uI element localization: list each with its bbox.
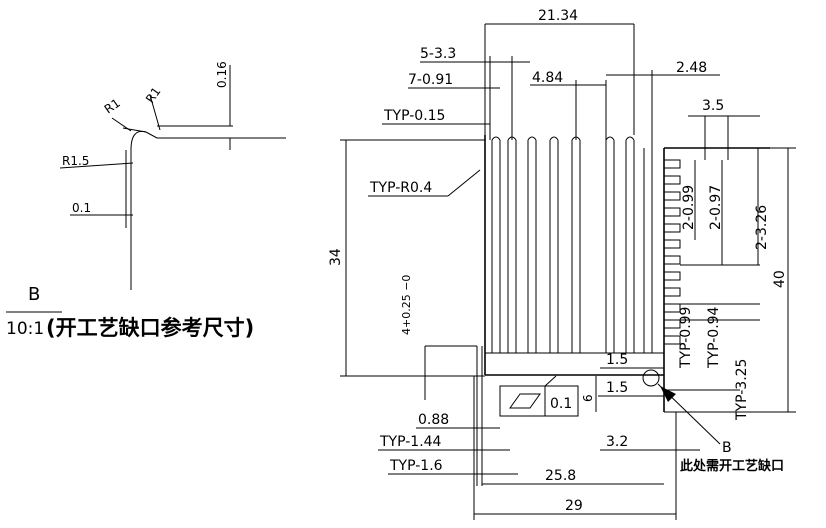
- left-dimensions: TYP-R0.4 34 4+0.25 −0 0.88 TYP-1.44 TYP-…: [328, 139, 518, 486]
- dim-typ-r0-4: TYP-R0.4: [369, 180, 432, 196]
- dim-7-0-91: 7-0.91: [408, 72, 453, 88]
- detail-chamfer: [122, 127, 147, 133]
- dim-typ-0-15: TYP-0.15: [383, 108, 445, 124]
- fin-group: [491, 136, 653, 353]
- callout-note: 此处需开工艺缺口: [680, 458, 784, 474]
- dim-3-5: 3.5: [702, 98, 724, 114]
- top-dimensions: 21.34 5-3.3 7-0.91 4.84 2.48 TYP-0.15: [382, 8, 720, 148]
- detail-dim-016: 0.16: [215, 61, 229, 88]
- dim-34: 34: [328, 248, 344, 266]
- dim-40: 40: [772, 270, 788, 288]
- dim-typ-3-25: TYP-3.25: [734, 359, 750, 421]
- dim-21-34: 21.34: [538, 8, 578, 24]
- dim-typ-0-99: TYP-0.99: [678, 307, 694, 369]
- detail-b-marker: [642, 369, 660, 387]
- dim-29: 29: [565, 498, 583, 514]
- dim-4-84: 4.84: [532, 70, 563, 86]
- dim-5-3-3: 5-3.3: [420, 46, 456, 62]
- flatness-value: 0.1: [550, 396, 572, 412]
- callout-letter: B: [722, 440, 732, 456]
- detail-dim-01: 0.1: [72, 201, 91, 215]
- right-dimensions: 3.5 2-0.99 2-0.97 2-3.26 TYP-0.99 TYP-0.…: [678, 98, 796, 421]
- bottom-dimensions: 1.5 1.5 6 3.2 25.8 29: [473, 352, 700, 520]
- dim-typ-1-6: TYP-1.6: [389, 458, 443, 474]
- dim-1-5-b: 1.5: [606, 380, 628, 396]
- dim-2-48: 2.48: [676, 60, 707, 76]
- dim-25-8: 25.8: [545, 468, 576, 484]
- dim-2-3-26: 2-3.26: [754, 205, 770, 250]
- flatness-tolerance-frame: 0.1: [499, 375, 579, 417]
- dim-2-0-97: 2-0.97: [708, 185, 724, 230]
- detail-dim-r1-left: R1: [102, 96, 123, 117]
- detail-view-b: R1 R1 R1.5 0.1 0.16 B 10:1 (开工艺缺口参考尺寸): [6, 61, 286, 340]
- dim-0-88: 0.88: [418, 412, 449, 428]
- dim-2-0-99: 2-0.99: [681, 185, 697, 230]
- main-view: [484, 135, 790, 413]
- dim-3-2: 3.2: [606, 434, 628, 450]
- detail-scale: 10:1: [6, 319, 44, 339]
- detail-dim-r15: R1.5: [62, 154, 89, 168]
- detail-caption: (开工艺缺口参考尺寸): [46, 316, 254, 340]
- dim-typ-0-94: TYP-0.94: [706, 306, 722, 369]
- side-comb: [664, 159, 681, 345]
- detail-letter: B: [28, 284, 40, 305]
- dim-4-tolerance: 4+0.25 −0: [400, 275, 413, 335]
- process-notch-callout: B 此处需开工艺缺口: [657, 383, 784, 474]
- detail-profile: [130, 130, 286, 290]
- detail-dim-r1-right: R1: [143, 85, 164, 106]
- dim-6: 6: [581, 394, 595, 402]
- dim-typ-1-44: TYP-1.44: [379, 434, 442, 450]
- dim-1-5-a: 1.5: [606, 352, 628, 368]
